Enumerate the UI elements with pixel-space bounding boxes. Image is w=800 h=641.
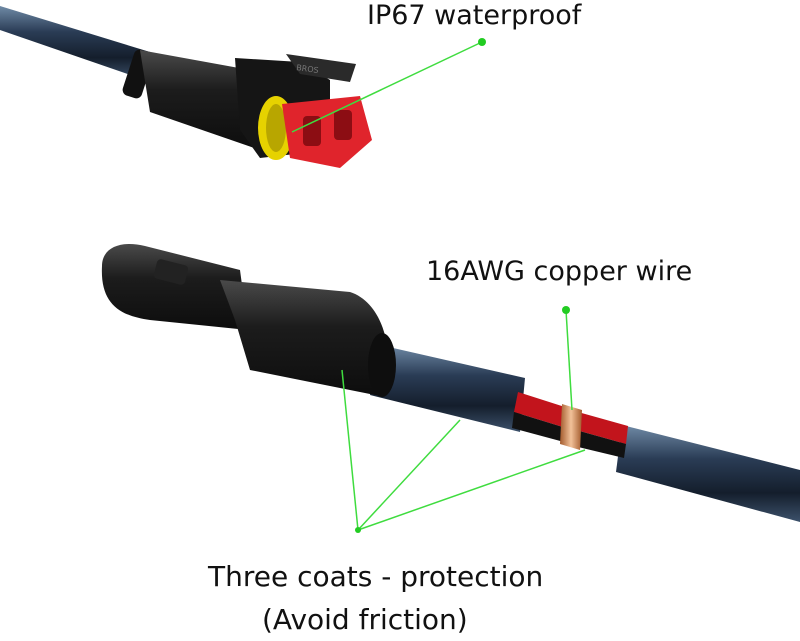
annotation-copper [565, 309, 573, 411]
annotation-dot-copper [562, 306, 570, 314]
label-avoid-friction: (Avoid friction) [262, 603, 468, 636]
bottom-connector [101, 244, 396, 397]
annotation-coats [341, 369, 586, 531]
inner-insulated-wires [512, 392, 628, 458]
red-terminal-housing [282, 96, 372, 168]
annotation-dot-coats [355, 527, 361, 533]
connector-marking: BROS [296, 63, 319, 75]
annotation-dot-waterproof [478, 38, 486, 46]
label-copper-wire: 16AWG copper wire [426, 256, 693, 287]
label-waterproof: IP67 waterproof [367, 0, 582, 31]
annotation-waterproof [291, 41, 483, 133]
bottom-cable [370, 345, 800, 522]
top-cable [0, 6, 150, 80]
label-three-coats: Three coats - protection [208, 560, 544, 593]
copper-strands [560, 404, 582, 450]
